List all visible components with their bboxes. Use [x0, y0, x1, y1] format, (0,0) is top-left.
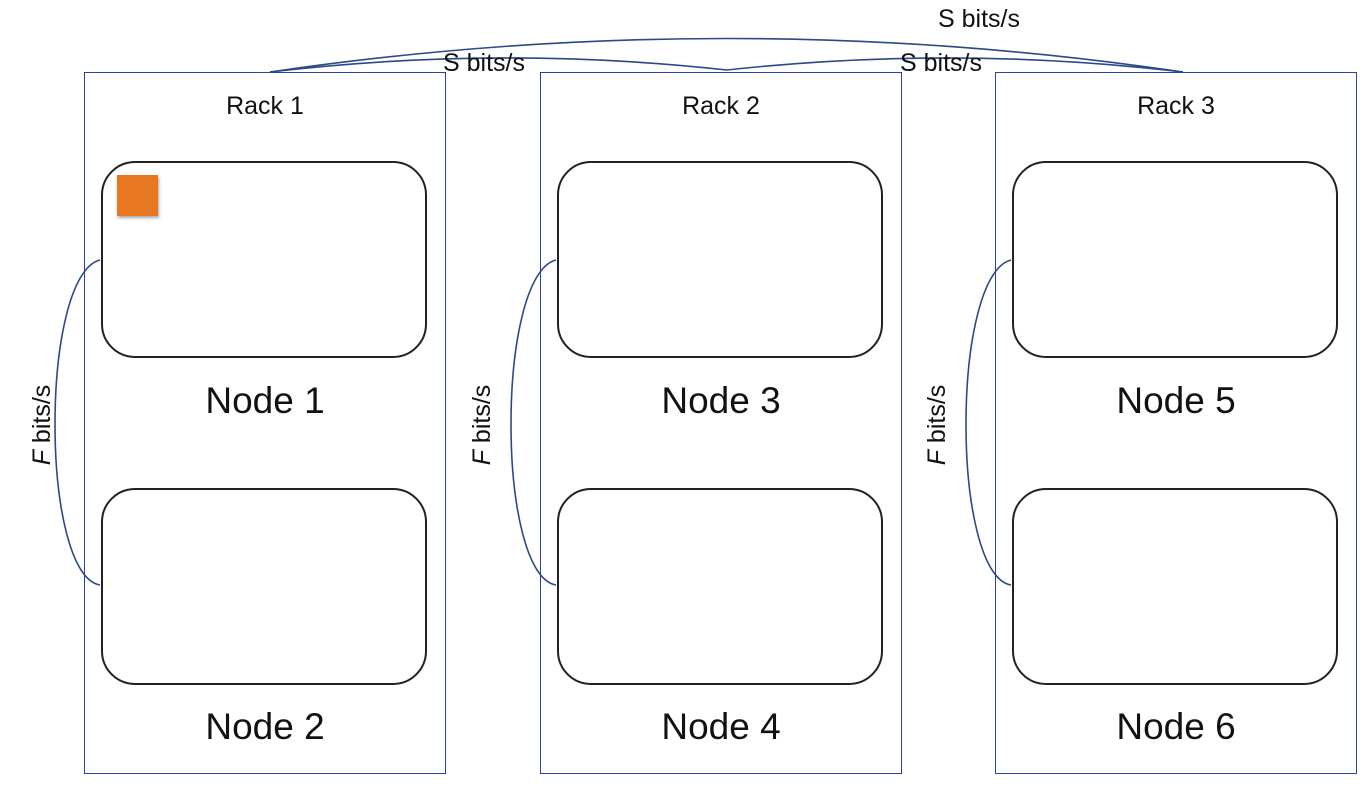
- link-label-rack1-rack3: S bits/s: [938, 5, 1020, 33]
- link-label-rack1-rack2: S bits/s: [443, 49, 525, 77]
- link-label-rack-3-internal: F bits/s: [921, 345, 953, 505]
- rack-3: Rack 3 Node 5 Node 6: [995, 72, 1357, 774]
- node-5-label: Node 5: [1116, 380, 1236, 421]
- bandwidth-variable: F: [923, 450, 951, 466]
- node-4-label: Node 4: [661, 706, 781, 747]
- node-3-box: [557, 161, 883, 358]
- bandwidth-variable: F: [468, 450, 496, 466]
- node-5-box: [1012, 161, 1338, 358]
- link-label-rack2-rack3: S bits/s: [900, 49, 982, 77]
- node-6-box: [1012, 488, 1338, 685]
- node-4-box: [557, 488, 883, 685]
- node-3-label: Node 3: [661, 380, 781, 421]
- bandwidth-unit: bits/s: [468, 384, 496, 444]
- data-block-marker: [117, 175, 158, 216]
- node-2-box: [101, 488, 427, 685]
- bandwidth-variable: F: [28, 450, 56, 466]
- rack-label: Rack 3: [1137, 92, 1215, 120]
- rack-label: Rack 2: [682, 92, 760, 120]
- node-1-label: Node 1: [205, 380, 325, 421]
- node-1-box: [101, 161, 427, 358]
- rack-label: Rack 1: [226, 92, 304, 120]
- rack-2: Rack 2 Node 3 Node 4: [540, 72, 902, 774]
- rack-1: Rack 1 Node 1 Node 2: [84, 72, 446, 774]
- link-label-rack-2-internal: F bits/s: [466, 345, 498, 505]
- bandwidth-unit: bits/s: [923, 384, 951, 444]
- link-label-rack-1-internal: F bits/s: [26, 345, 58, 505]
- link-rack1-rack3: [269, 37, 1184, 73]
- node-6-label: Node 6: [1116, 706, 1236, 747]
- bandwidth-unit: bits/s: [28, 384, 56, 444]
- node-2-label: Node 2: [205, 706, 325, 747]
